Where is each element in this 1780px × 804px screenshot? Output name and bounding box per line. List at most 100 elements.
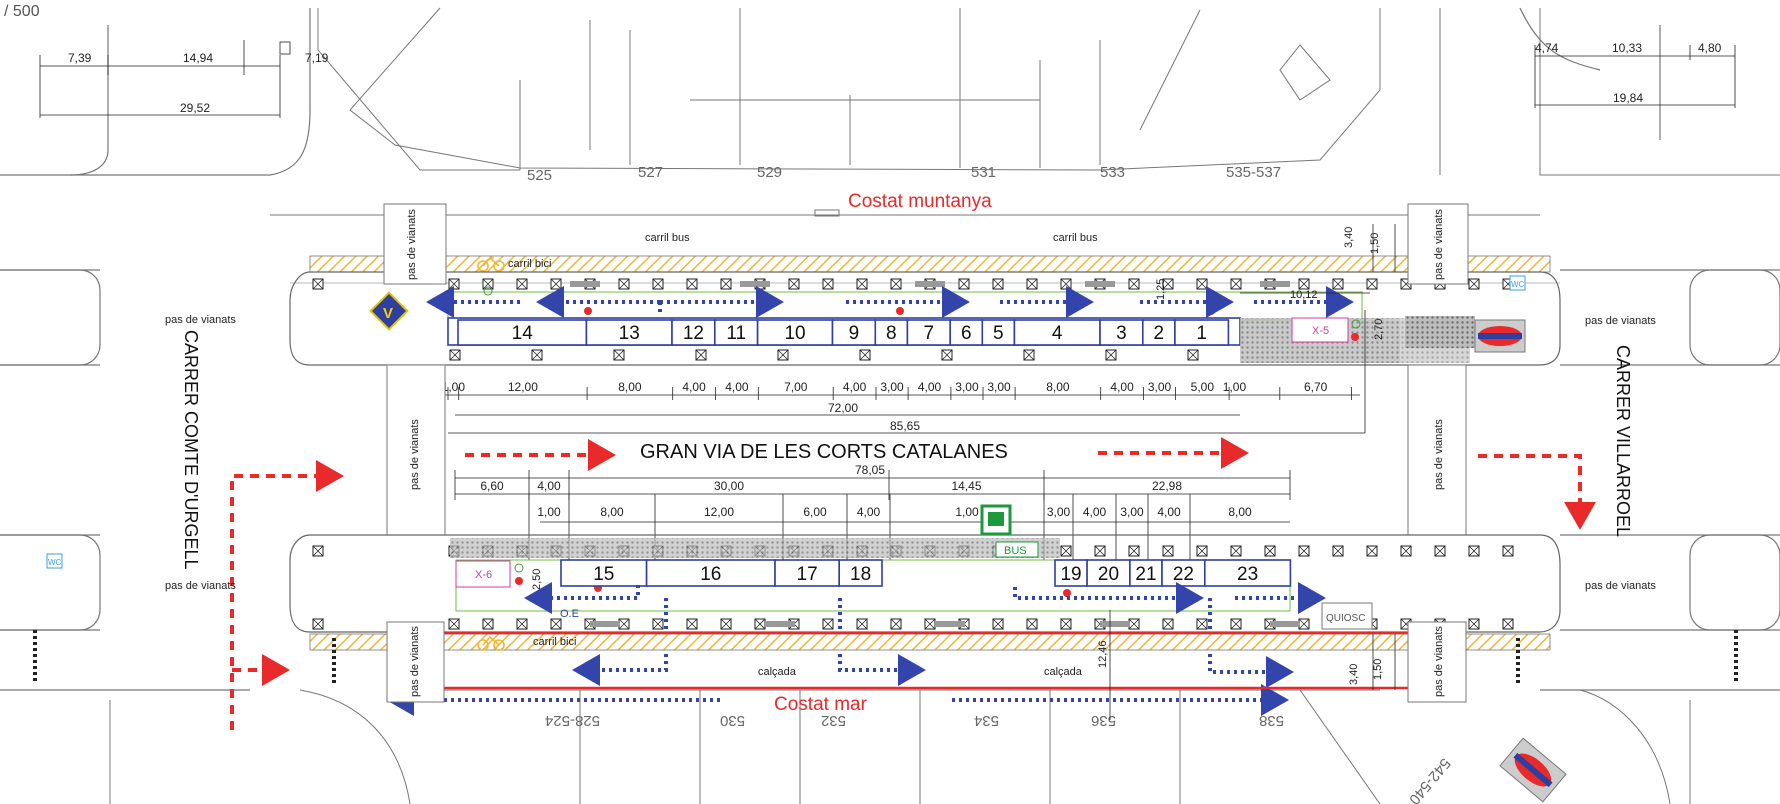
stall-11 (713, 319, 759, 346)
v-marker-icon: V (369, 291, 409, 331)
green-zone-top (447, 291, 1363, 321)
bottom-pedestrian-flow (386, 582, 1326, 716)
costat-muntanya-label: Costat muntanya (848, 191, 992, 212)
pas-vianats-label: pas de vianats (165, 580, 236, 592)
stall-12 (671, 319, 716, 346)
wc-icon: WC (1509, 275, 1526, 291)
tree-pit-cross (516, 278, 528, 290)
dim-label: 30,00 (714, 479, 744, 493)
tree-pit-cross (1026, 278, 1038, 290)
tree-pit-cross (992, 278, 1004, 290)
crosswalk-bottom (386, 621, 1467, 703)
stall-7 (906, 319, 952, 346)
dim-label: 4,00 (1110, 380, 1134, 394)
tree-pit-cross (856, 618, 868, 630)
tree-pit-cross (856, 278, 868, 290)
pas-vianats-label: pas de vianats (409, 419, 421, 490)
tree-pit-cross (924, 618, 936, 630)
stall-number: 18 (850, 564, 871, 585)
dim-label: 7,39 (68, 51, 92, 65)
parking-bar (1100, 621, 1130, 627)
stall-5 (981, 319, 1016, 346)
x5-label: X-5 (1312, 325, 1329, 337)
tree-pit-cross (482, 618, 494, 630)
tree-pit-cross (1400, 545, 1412, 557)
middle-crosswalks (386, 364, 1467, 536)
pas-vianats-label: pas de vianats (165, 314, 236, 326)
tree-pit-cross (618, 278, 630, 290)
top-pedestrian-flow (426, 286, 1354, 318)
tree-pit-cross (1162, 278, 1174, 290)
tree-pit-cross (1162, 545, 1174, 557)
tree-pit-cross (1298, 618, 1310, 630)
stall-number: 3 (1116, 323, 1127, 344)
tree-pit-cross (686, 278, 698, 290)
stall-number: 22 (1173, 564, 1194, 585)
building-number: 525 (527, 167, 552, 184)
stall-number: 14 (512, 323, 534, 344)
street-curbs (0, 7, 1780, 691)
dim-label: 4,00 (843, 380, 867, 394)
tree-pit-cross (859, 349, 871, 361)
tree-pit-cross (312, 278, 324, 290)
stall-number: 5 (993, 323, 1004, 344)
dim-label: 4,00 (725, 380, 749, 394)
bottom-building-numbers: 528-524 530 532 534 536 538 542-540 (545, 712, 1454, 804)
dim-label: 8,00 (1228, 505, 1252, 519)
stall-number: 19 (1060, 564, 1081, 585)
top-tree-pits (312, 278, 1514, 361)
tree-pit-cross (312, 618, 324, 630)
carril-bici-label: carril bici (508, 258, 551, 270)
tree-pit-cross (1366, 545, 1378, 557)
tree-pit-cross (1196, 618, 1208, 630)
tree-pit-cross (652, 618, 664, 630)
oe-label: O.E (560, 608, 579, 620)
wc-label: WC (48, 558, 62, 567)
building-number: 535-537 (1226, 164, 1281, 181)
tree-pit-cross (1128, 545, 1140, 557)
dim-label: 14,45 (951, 479, 981, 493)
pas-vianats-label: pas de vianats (1585, 315, 1656, 327)
bottom-island (289, 534, 1561, 633)
bottom-buildings (109, 689, 1691, 804)
bus-stop-box (995, 541, 1039, 558)
quiosc-box (1321, 602, 1373, 630)
tree-pit-cross (1128, 278, 1140, 290)
parking-bar (1270, 621, 1300, 627)
x5-box (1291, 317, 1349, 343)
tree-pit-cross (777, 349, 789, 361)
tree-pit-cross (1264, 545, 1276, 557)
stall-number: 1 (1196, 323, 1207, 344)
dim-label: 85,65 (890, 419, 920, 433)
dim-label: 2,50 (531, 569, 543, 590)
tree-pit-cross (1230, 618, 1242, 630)
tree-pit-cross (516, 618, 528, 630)
tree-pit-cross (613, 349, 625, 361)
wc-label: WC (1511, 280, 1525, 289)
dim-label: 12,00 (508, 380, 538, 394)
parking-bar (935, 621, 965, 627)
tree-pit-cross (531, 349, 543, 361)
dim-label: 4,00 (537, 479, 561, 493)
dim-label: 4,00 (1083, 505, 1107, 519)
stall-8 (874, 319, 909, 346)
dim-label: 4,00 (857, 505, 881, 519)
stall-number: 4 (1052, 323, 1063, 344)
dim-label: 1,50 (1372, 659, 1384, 680)
dim-label: 4,74 (1535, 41, 1559, 55)
building-number: 527 (638, 164, 663, 181)
top-building-numbers: 525 527 529 531 533 535-537 (527, 164, 1281, 184)
calcada-label: calçada (1044, 666, 1083, 678)
dim-label: 3,00 (880, 380, 904, 394)
tree-pit-cross (822, 618, 834, 630)
dim-label: 4,00 (682, 380, 706, 394)
tree-pit-cross (1366, 278, 1378, 290)
stall-number: 9 (849, 323, 860, 344)
building-number: 542-540 (1405, 755, 1453, 804)
dim-label: 1,00 (537, 505, 561, 519)
crosswalk-top-left: pas de vianats (383, 203, 447, 285)
stall-number: 10 (784, 323, 805, 344)
building-number: 532 (821, 712, 846, 729)
carrer-comte-label: CARRER COMTE D'URGELL (181, 330, 201, 569)
stall-1 (1174, 319, 1230, 346)
